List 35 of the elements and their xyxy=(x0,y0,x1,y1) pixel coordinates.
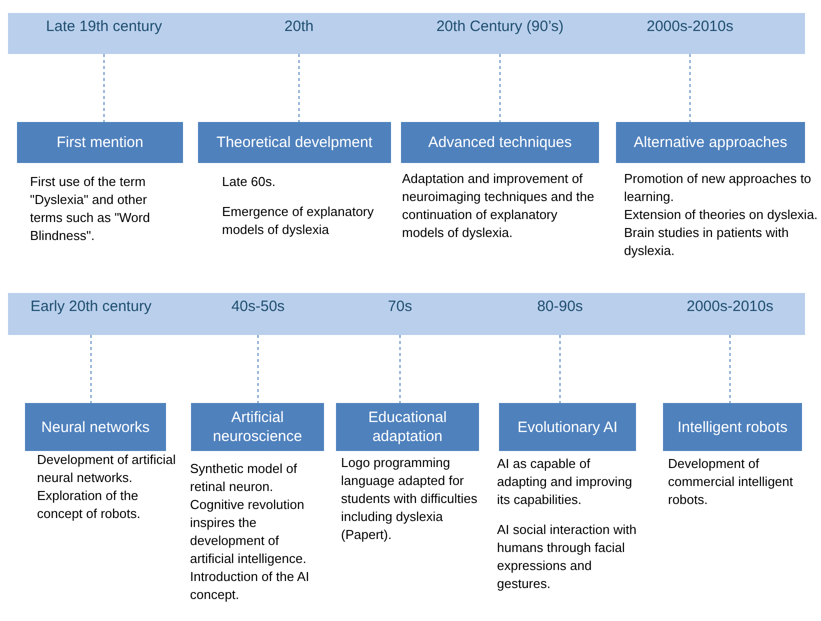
description-text: AI as capable of adapting and improving its capabilities. xyxy=(497,455,634,509)
heading-box: Intelligent robots xyxy=(663,403,802,451)
heading-box: Alternative approaches xyxy=(616,122,805,163)
timeline-band xyxy=(8,13,805,54)
description-text: Logo programming language adapted for students with difficulties including dyslexia (Papert). xyxy=(341,454,478,544)
period-label: Early 20th century xyxy=(16,293,166,335)
heading-box: Educational adaptation xyxy=(336,403,479,451)
timeline-band xyxy=(8,293,805,335)
period-label: 70s xyxy=(370,293,430,335)
description-text: Promotion of new approaches to learning. xyxy=(624,170,812,206)
heading-box: Advanced techniques xyxy=(401,122,599,163)
description-text: Brain studies in patients with dyslexia. xyxy=(624,224,790,260)
description-text: Adaptation and improvement of neuroimaging techniques and the continuation of explanatory models of dyslexia. xyxy=(402,170,596,242)
description-text: Emergence of explanatory models of dyslexia xyxy=(222,203,375,239)
period-label: 20th Century (90’s) xyxy=(418,13,582,54)
period-label: 80-90s xyxy=(520,293,600,335)
description-text: AI social interaction with humans through facial expressions and gestures. xyxy=(497,521,638,593)
period-label: Late 19th century xyxy=(34,13,174,54)
period-label: 20th xyxy=(269,13,329,54)
heading-box: Neural networks xyxy=(25,403,166,451)
period-label: 2000s-2010s xyxy=(635,13,745,54)
period-label: 2000s-2010s xyxy=(675,293,785,335)
description-text: Development of commercial intelligent robots. xyxy=(668,455,794,509)
connector-line xyxy=(90,334,92,404)
description-text: Development of artificial neural networks. Exploration of the concept of robots. xyxy=(37,451,177,523)
heading-box: First mention xyxy=(17,122,183,163)
heading-box: Theoretical develpment xyxy=(198,122,391,163)
description-text: Late 60s. xyxy=(222,173,276,191)
period-label: 40s-50s xyxy=(218,293,298,335)
connector-line xyxy=(298,54,300,122)
description-text: First use of the term "Dyslexia" and other terms such as "Word Blindness". xyxy=(30,173,151,245)
heading-box: Evolutionary AI xyxy=(499,403,636,451)
description-text: Synthetic model of retinal neuron. Cognitive revolution inspires the development of artificial intelligence. Introduction of the AI concept. xyxy=(190,460,310,604)
heading-box: Artificial neuroscience xyxy=(191,403,324,451)
description-text: Extension of theories on dyslexia. xyxy=(624,206,819,224)
